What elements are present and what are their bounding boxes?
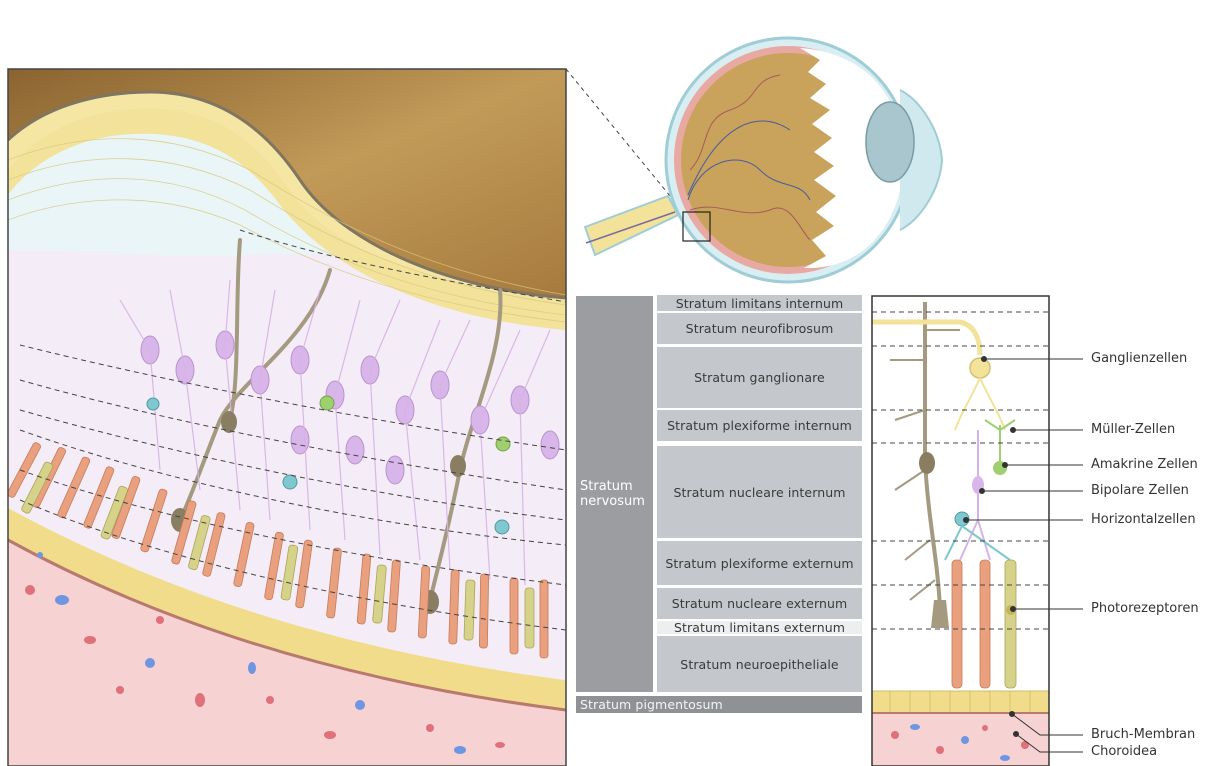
callout-amakrine-zellen: Amakrine Zellen xyxy=(1091,457,1198,472)
layer-neurofibrosum: Stratum neurofibrosum xyxy=(657,313,862,344)
callout-photorezeptoren: Photorezeptoren xyxy=(1091,601,1199,616)
magnified-retina-section xyxy=(6,69,566,766)
layer-ganglionare: Stratum ganglionare xyxy=(657,347,862,408)
layer-limitans-internum: Stratum limitans internum xyxy=(657,295,862,311)
layer-plexiforme-internum: Stratum plexiforme internum xyxy=(657,410,862,441)
callout-bipolare-zellen: Bipolare Zellen xyxy=(1091,483,1189,498)
layer-nucleare-externum: Stratum nucleare externum xyxy=(657,588,862,619)
callout-choroidea: Choroidea xyxy=(1091,744,1157,759)
layer-neuroepitheliale: Stratum neuroepitheliale xyxy=(657,636,862,692)
layer-limitans-externum: Stratum limitans externum xyxy=(657,621,862,634)
callout-mueller-zellen: Müller-Zellen xyxy=(1091,422,1175,437)
eyeball-drawing xyxy=(585,38,942,282)
callout-ganglienzellen: Ganglienzellen xyxy=(1091,351,1187,366)
side-label-line1: Stratum xyxy=(580,479,653,494)
layer-plexiforme-externum: Stratum plexiforme externum xyxy=(657,541,862,585)
schematic-retina xyxy=(872,296,1049,766)
layer-pigmentosum: Stratum pigmentosum xyxy=(576,696,862,713)
side-label-line2: nervosum xyxy=(580,494,653,509)
layer-nucleare-internum: Stratum nucleare internum xyxy=(657,446,862,538)
stratum-nervosum-label: Stratum nervosum xyxy=(576,296,653,692)
callout-bruch-membran: Bruch-Membran xyxy=(1091,727,1195,742)
callout-horizontalzellen: Horizontalzellen xyxy=(1091,512,1196,527)
